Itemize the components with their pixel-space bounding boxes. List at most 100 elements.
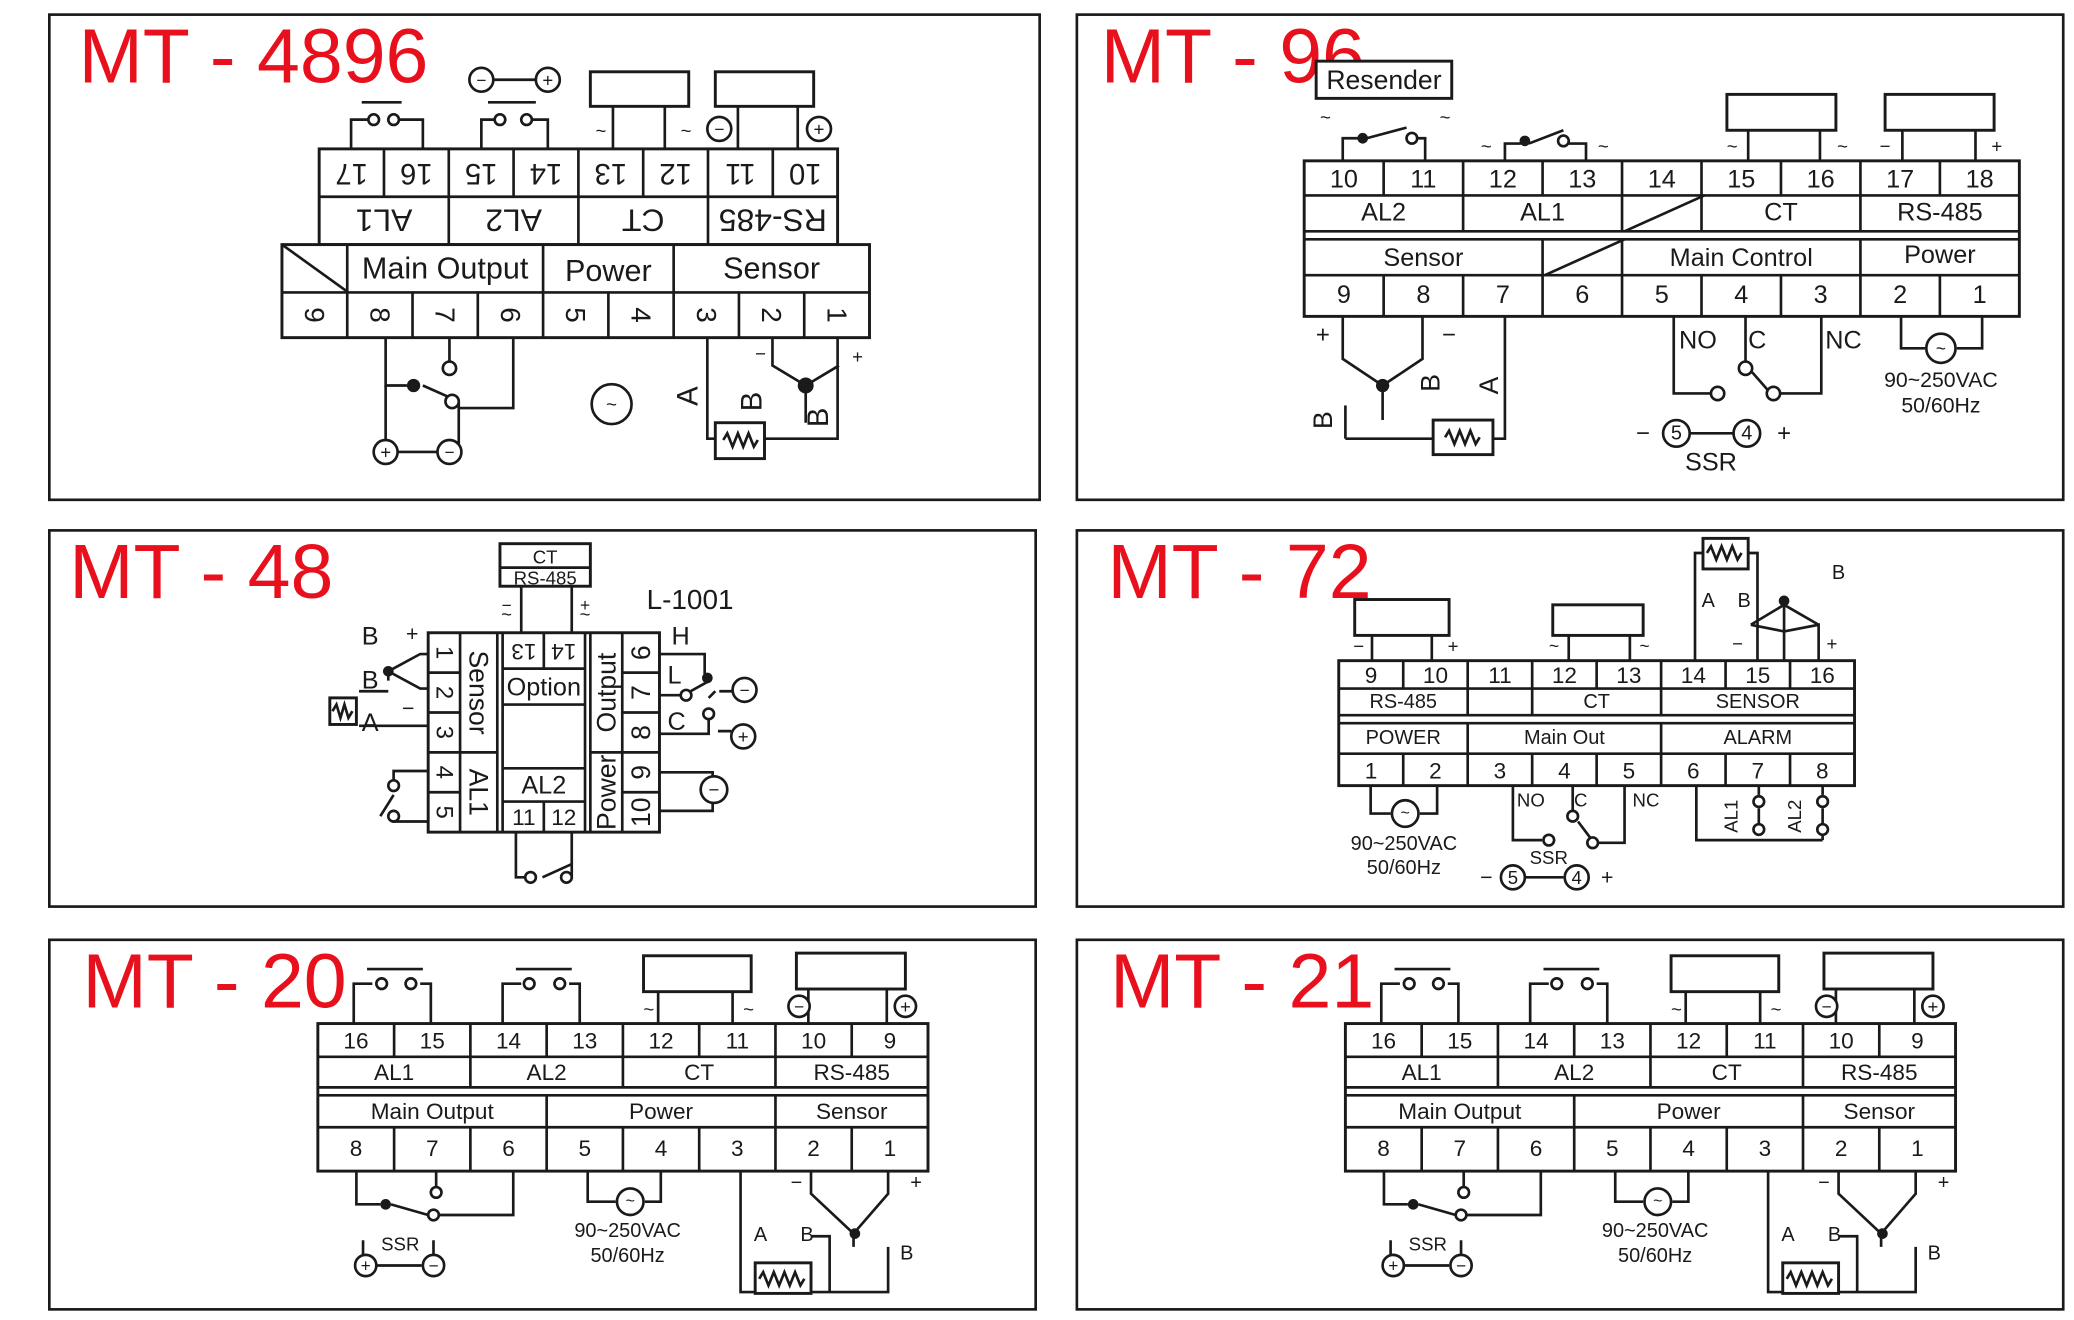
terminal-pin: 13 xyxy=(572,1028,597,1053)
terminal-pin: 7 xyxy=(1454,1136,1467,1161)
terminal-pin: 15 xyxy=(1447,1028,1472,1053)
group-label: CT xyxy=(684,1060,714,1085)
svg-text:−: − xyxy=(1880,136,1891,157)
group-label: Sensor xyxy=(723,252,820,286)
svg-text:A: A xyxy=(1474,376,1504,394)
terminal-pin: 2 xyxy=(1429,758,1442,783)
svg-text:−: − xyxy=(755,343,766,364)
svg-text:A: A xyxy=(1702,590,1716,612)
svg-text:~: ~ xyxy=(1653,1193,1662,1210)
svg-text:~: ~ xyxy=(626,1193,635,1210)
terminal-pin: 8 xyxy=(1816,758,1829,783)
terminal-pin: 14 xyxy=(496,1028,521,1053)
svg-text:12: 12 xyxy=(551,805,576,830)
svg-text:NO: NO xyxy=(1679,326,1717,354)
svg-text:50/60Hz: 50/60Hz xyxy=(1367,857,1441,879)
terminal-pin: 14 xyxy=(530,157,563,189)
svg-text:+: + xyxy=(542,69,553,90)
svg-text:AL2: AL2 xyxy=(521,772,566,800)
terminal-pin: 12 xyxy=(648,1028,673,1053)
terminal-pin: 4 xyxy=(655,1136,668,1161)
frequency-label: 50/60Hz xyxy=(1618,1245,1692,1267)
terminal-pin: 3 xyxy=(1814,281,1828,309)
terminal-pin: 9 xyxy=(1911,1028,1924,1053)
svg-text:H: H xyxy=(671,623,689,651)
group-label: AL2 xyxy=(1554,1060,1594,1085)
svg-text:NO: NO xyxy=(1517,790,1545,811)
terminal-pin: 16 xyxy=(1371,1028,1396,1053)
terminal-pin: 13 xyxy=(1568,165,1596,193)
terminal-pin: 15 xyxy=(465,157,498,189)
sensor-pin: B xyxy=(800,1224,813,1246)
svg-text:~: ~ xyxy=(1440,106,1451,127)
svg-text:+: + xyxy=(1601,865,1613,889)
svg-text:−: − xyxy=(794,996,804,1016)
group-label: Main Out xyxy=(1524,727,1605,749)
svg-text:−: − xyxy=(1442,321,1456,348)
svg-text:~: ~ xyxy=(1727,136,1738,157)
terminal-pin: 15 xyxy=(420,1028,445,1053)
terminal-pin: 12 xyxy=(1489,165,1517,193)
svg-text:−: − xyxy=(1732,633,1743,654)
terminal-pin: 5 xyxy=(1606,1136,1619,1161)
terminal-pin: 9 xyxy=(626,765,656,780)
group-label: Main Output xyxy=(371,1099,495,1124)
svg-text:~: ~ xyxy=(681,120,692,141)
svg-text:~: ~ xyxy=(1320,106,1331,127)
terminal-pin: 7 xyxy=(1496,281,1510,309)
group-label: AL1 xyxy=(356,203,413,239)
terminal-pin: 2 xyxy=(431,686,458,699)
terminal-pin: 6 xyxy=(626,645,656,660)
sensor-pin: A xyxy=(754,1224,768,1246)
terminal-pin: 3 xyxy=(731,1136,744,1161)
svg-text:~: ~ xyxy=(743,998,754,1019)
group-label: AL2 xyxy=(1361,199,1406,227)
svg-text:+: + xyxy=(1826,633,1837,654)
terminal-pin: 14 xyxy=(1524,1028,1549,1053)
svg-text:5: 5 xyxy=(1671,422,1682,444)
terminal-pin: 6 xyxy=(1530,1136,1543,1161)
terminal-pin: 11 xyxy=(725,157,755,189)
ssr-label: SSR xyxy=(381,1234,419,1255)
terminal-pin: 10 xyxy=(1829,1028,1854,1053)
svg-text:B: B xyxy=(1308,411,1338,429)
svg-text:14: 14 xyxy=(551,639,576,664)
terminal-pin: 3 xyxy=(1494,758,1507,783)
svg-text:B: B xyxy=(1832,562,1845,584)
svg-text:90~250VAC: 90~250VAC xyxy=(1351,833,1458,855)
svg-text:−: − xyxy=(1636,420,1650,447)
svg-text:AL1: AL1 xyxy=(1720,800,1741,833)
terminal-pin: 7 xyxy=(626,685,656,700)
terminal-pin: 2 xyxy=(756,307,787,323)
group-label: CT xyxy=(1764,199,1798,227)
svg-text:+: + xyxy=(900,996,911,1017)
terminal-pin: 15 xyxy=(1727,165,1755,193)
terminal-pin: 17 xyxy=(1886,165,1914,193)
svg-text:B: B xyxy=(803,408,835,427)
group-label: ALARM xyxy=(1723,727,1792,749)
group-label: RS-485 xyxy=(719,203,827,239)
group-label: Sensor xyxy=(816,1099,888,1124)
terminal-pin: 4 xyxy=(1558,758,1571,783)
svg-text:11: 11 xyxy=(512,805,535,830)
group-label: Main Output xyxy=(362,252,529,286)
terminal-pin: 3 xyxy=(431,726,458,739)
terminal-pin: 11 xyxy=(1753,1028,1776,1053)
panel-title: MT - 21 xyxy=(1110,939,1374,1025)
svg-text:L: L xyxy=(667,661,681,689)
sensor-pin: B xyxy=(1828,1224,1841,1246)
group-label: AL1 xyxy=(1402,1060,1442,1085)
svg-text:L-1001: L-1001 xyxy=(647,584,734,615)
svg-text:−: − xyxy=(709,779,720,800)
svg-text:B: B xyxy=(362,667,379,695)
terminal-pin: 10 xyxy=(801,1028,826,1053)
group-label: Main Control xyxy=(1670,244,1813,272)
svg-text:Sensor: Sensor xyxy=(464,650,494,734)
svg-text:+: + xyxy=(1777,420,1791,447)
terminal-pin: 9 xyxy=(1365,663,1378,688)
terminal-pin: 16 xyxy=(400,157,433,189)
terminal-pin: 8 xyxy=(1416,281,1430,309)
svg-text:B: B xyxy=(1415,374,1445,392)
